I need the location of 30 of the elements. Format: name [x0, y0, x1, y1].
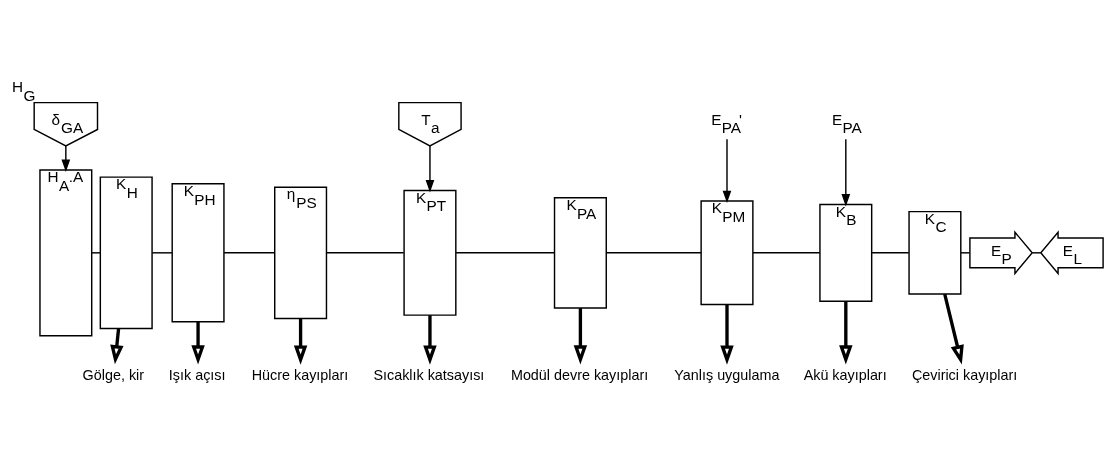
- connector: [752, 252, 821, 254]
- node-text: Gölge, kir: [82, 367, 145, 384]
- arrow: [720, 304, 734, 365]
- connector: [455, 252, 556, 254]
- connector: [1031, 252, 1042, 254]
- node-text: Modül devre kayıpları: [510, 367, 649, 384]
- arrow: [423, 315, 437, 365]
- connector: [325, 252, 405, 254]
- arrow: [425, 145, 435, 193]
- connector: [605, 252, 702, 254]
- arrow: [722, 138, 732, 204]
- node-text: Çevirici kayıpları: [911, 367, 1018, 384]
- arrow: [841, 138, 851, 207]
- node-text: Yanlış uygulama: [674, 367, 780, 384]
- arrow: [293, 318, 308, 365]
- node-text: Akü kayıpları: [803, 367, 887, 384]
- connector: [91, 252, 101, 254]
- arrow: [573, 308, 588, 365]
- arrow: [191, 322, 205, 365]
- node-text: Sıcaklık katsayısı: [373, 367, 485, 384]
- connector: [871, 252, 910, 254]
- arrow: [61, 145, 71, 172]
- connector: [223, 252, 276, 254]
- arrow: [839, 301, 853, 365]
- arrow: [943, 293, 964, 365]
- connector: [960, 252, 971, 254]
- arrow: [110, 328, 124, 365]
- node-text: Hücre kayıpları: [251, 367, 349, 384]
- node-text: Işık açısı: [168, 367, 226, 384]
- connector: [151, 252, 173, 254]
